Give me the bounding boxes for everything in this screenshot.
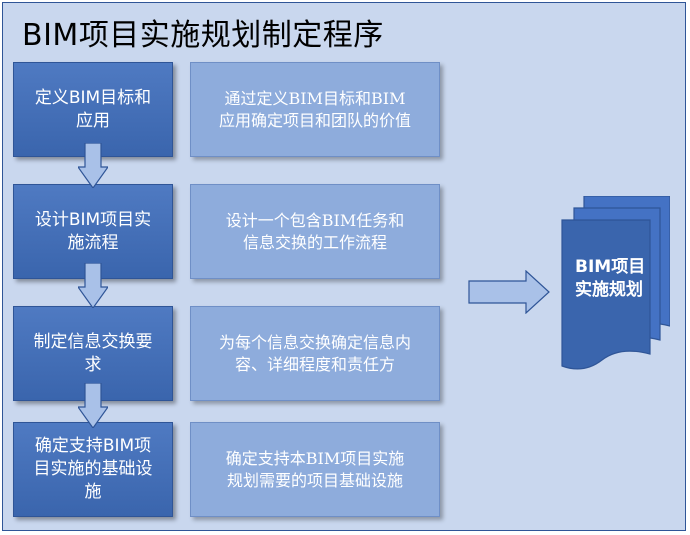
step-4-description: 确定支持本BIM项目实施规划需要的项目基础设施 — [190, 422, 440, 517]
right-arrow — [468, 270, 550, 314]
step-1-description: 通过定义BIM目标和BIM应用确定项目和团队的价值 — [190, 62, 440, 157]
step-3-description: 为每个信息交换确定信息内容、详细程度和责任方 — [190, 306, 440, 401]
down-arrow-2 — [78, 263, 108, 308]
down-arrow-3 — [78, 383, 108, 428]
step-1-box: 定义BIM目标和应用 — [13, 62, 173, 157]
output-label: BIM项目实施规划 — [575, 257, 646, 300]
output-document-stack — [561, 196, 670, 370]
step-2-description: 设计一个包含BIM任务和信息交换的工作流程 — [190, 184, 440, 279]
down-arrow-1 — [78, 143, 108, 188]
diagram-title: BIM项目实施规划制定程序 — [22, 18, 384, 53]
step-4-box: 确定支持BIM项目实施的基础设施 — [13, 422, 173, 517]
